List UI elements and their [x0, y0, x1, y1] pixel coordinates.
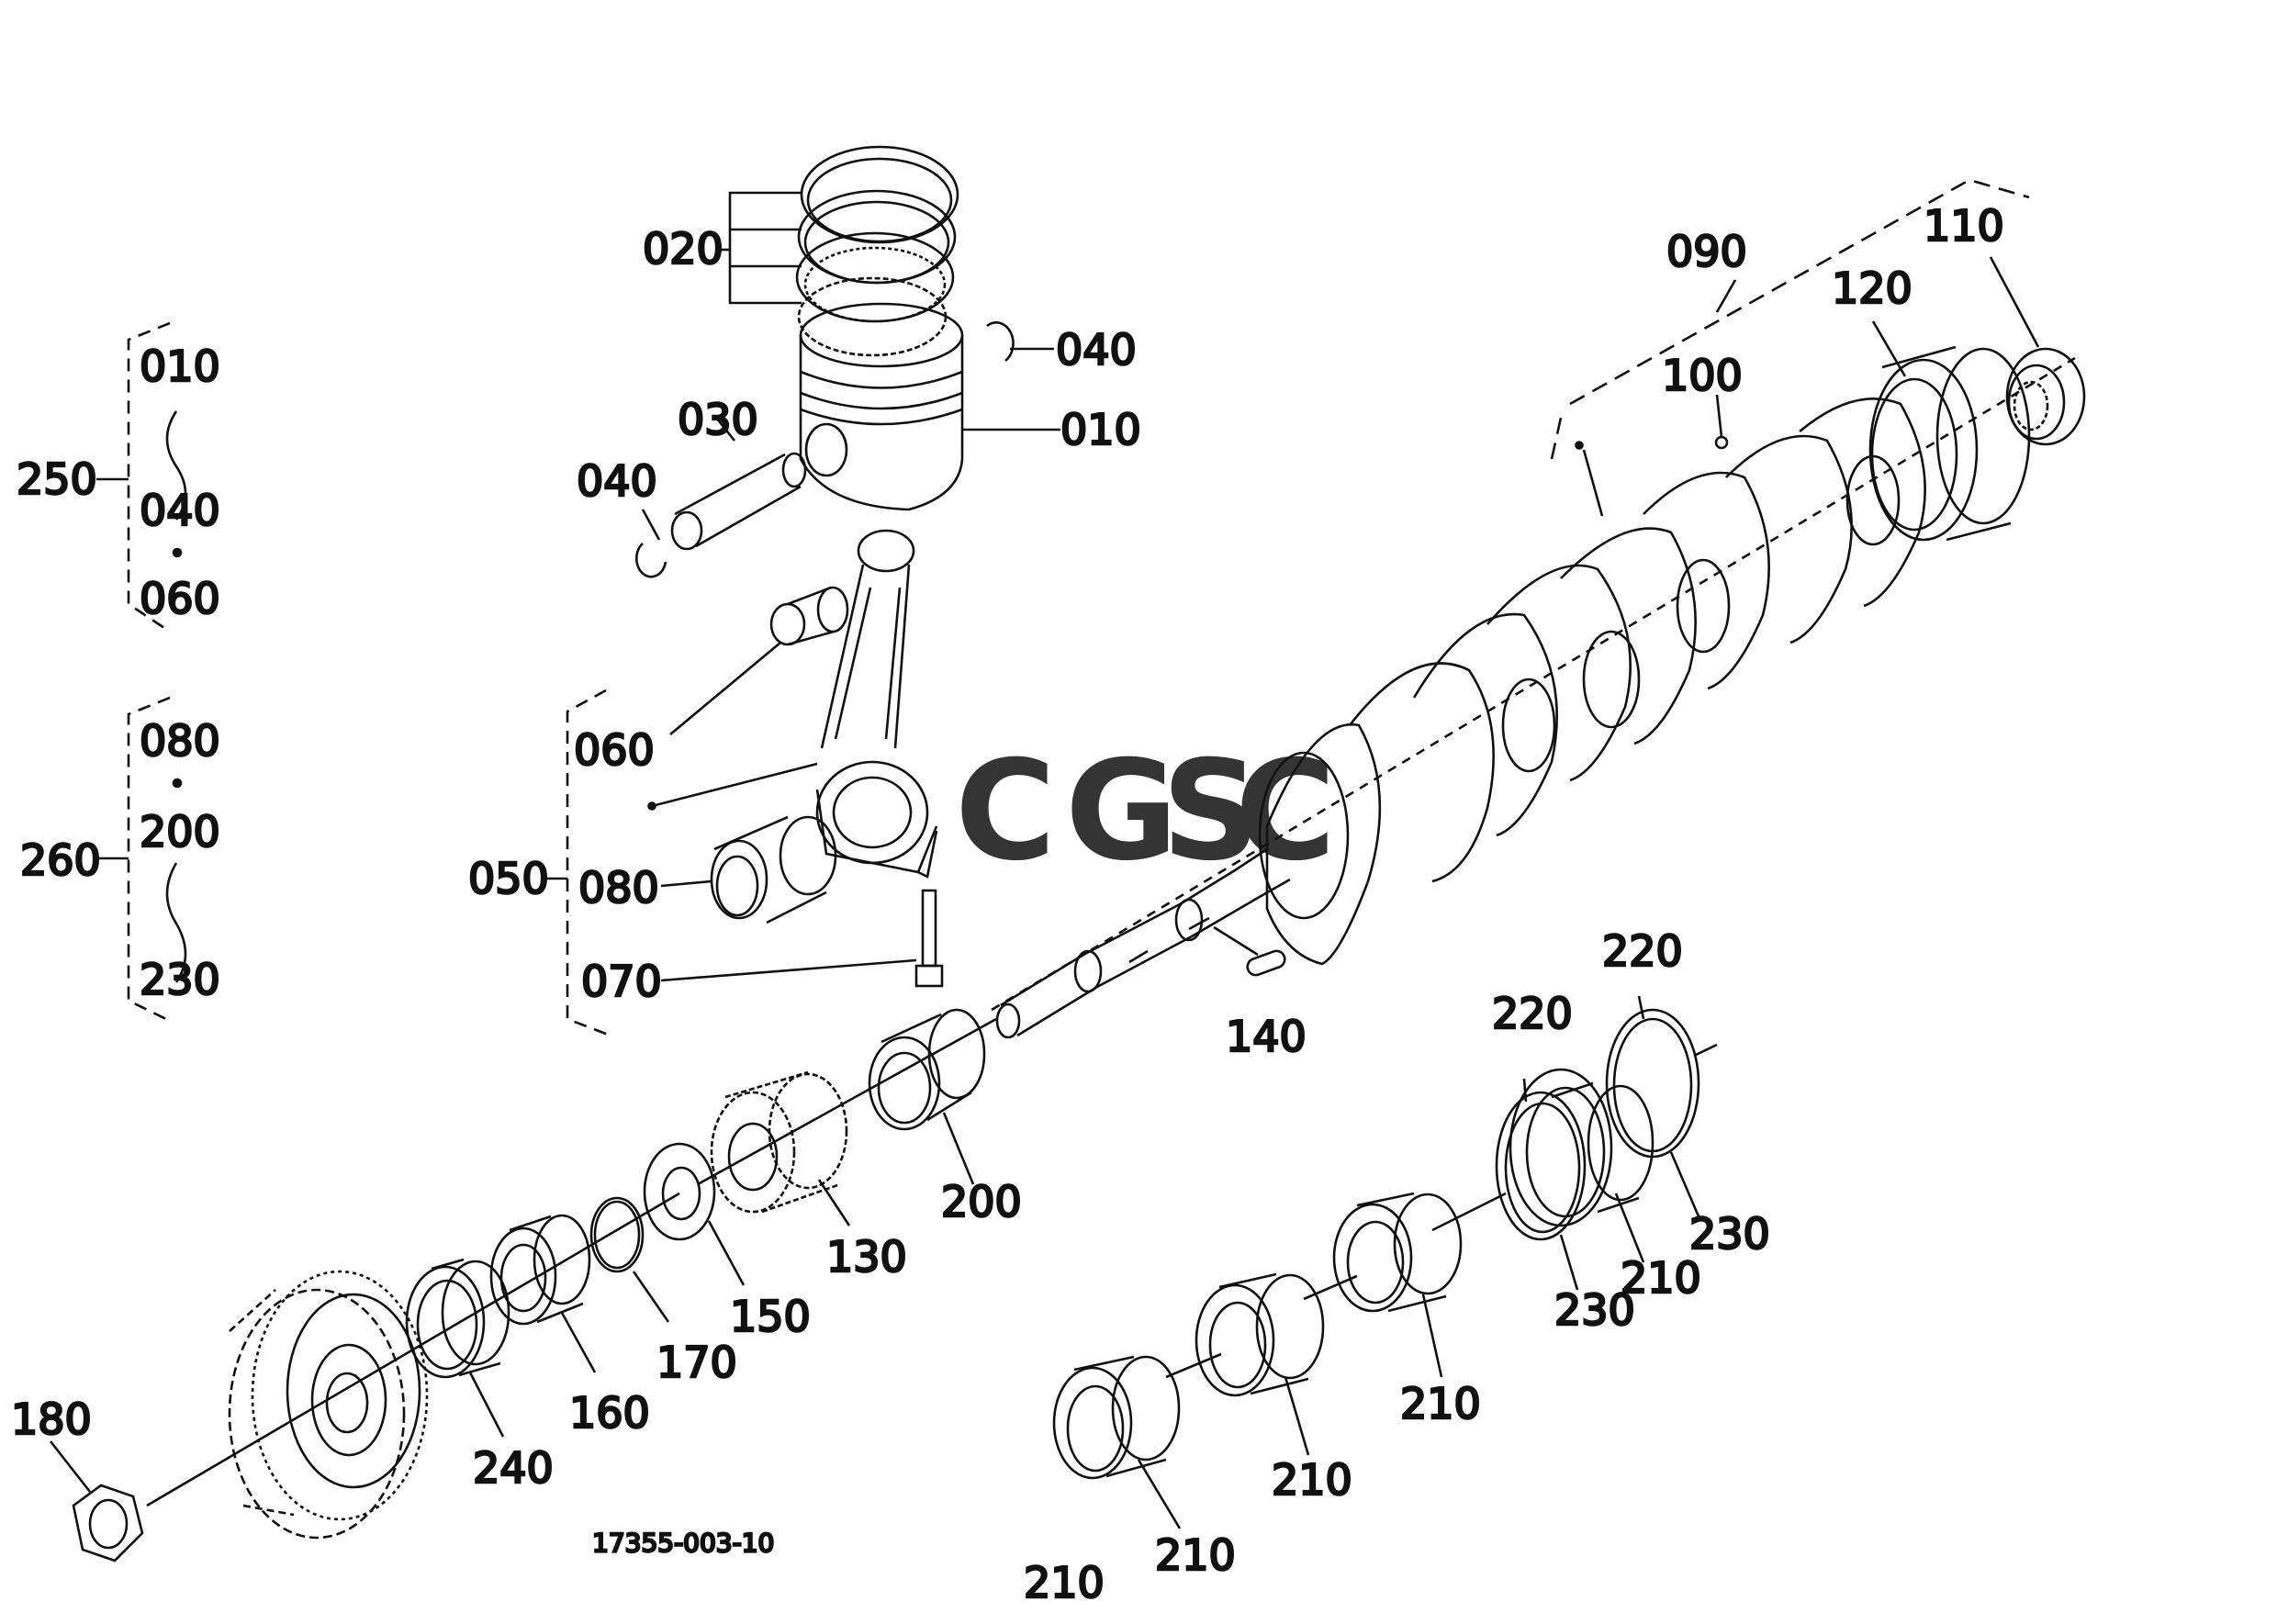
crank-group-bracket [1550, 178, 2030, 517]
main-bearing-1 [1052, 1355, 1182, 1529]
callout-200: 200 [941, 1177, 1022, 1226]
shaft-centerline-front [146, 1192, 680, 1507]
callout-250: 250 [17, 454, 97, 504]
crankshaft-pulley [228, 1270, 429, 1540]
callout-040-left: 040 [577, 456, 657, 506]
callout-170: 170 [656, 1338, 737, 1387]
watermark-letter-1: C [955, 732, 1056, 891]
bearing-axis-2 [1303, 1274, 1358, 1301]
bracket-260 [96, 696, 187, 1023]
callout-180: 180 [11, 1394, 92, 1444]
group-260-first: 080 [140, 716, 220, 766]
hex-nut [49, 1440, 144, 1562]
conrod-bolt [660, 889, 944, 988]
circlip-right [986, 321, 1054, 363]
thrust-washer-front [1495, 1078, 1587, 1291]
bearing-axis-1 [1165, 1352, 1222, 1379]
callout-080: 080 [578, 863, 659, 913]
flanged-main-bearing [1509, 1068, 1654, 1263]
callout-240: 240 [473, 1443, 554, 1493]
bracket-250 [96, 321, 187, 633]
callout-130: 130 [826, 1232, 907, 1282]
shaft-centerline-gear [697, 1017, 997, 1186]
piston [799, 302, 1060, 511]
group-260-mid: 200 [140, 807, 220, 857]
ball-bearing [1989, 256, 2086, 446]
callout-100: 100 [1662, 351, 1743, 400]
callout-210-flanged: 210 [1621, 1253, 1701, 1303]
watermark-logo: C G S C [955, 732, 1336, 891]
ring-leader-bracket [716, 191, 802, 305]
callout-070: 070 [581, 957, 662, 1006]
callout-220-left: 220 [1492, 989, 1573, 1038]
callout-120: 120 [1832, 263, 1912, 313]
watermark-letter-3: S [1161, 732, 1261, 891]
thrust-washer-rear [1605, 995, 1718, 1217]
group-260-last: 230 [140, 955, 220, 1004]
callout-060: 060 [574, 725, 655, 775]
piston-rings [795, 145, 959, 357]
crankshaft-gear [710, 1070, 851, 1226]
group-250-last: 060 [140, 574, 220, 623]
plug [1714, 394, 1729, 450]
piston-pin [670, 417, 807, 551]
crankshaft [991, 356, 2076, 1039]
callout-210-bottom: 210 [1024, 1558, 1105, 1607]
watermark-letter-2: G [1065, 732, 1178, 891]
callout-230-right: 230 [1689, 1209, 1770, 1259]
crank-gear-bush [868, 1008, 986, 1185]
group-250-mid: 040 [140, 486, 220, 535]
callout-010: 010 [1060, 405, 1141, 454]
callout-020: 020 [643, 224, 723, 274]
callout-260: 260 [20, 835, 101, 885]
watermark-letter-4: C [1235, 732, 1336, 891]
main-bearing-2 [1195, 1272, 1325, 1456]
callout-090: 090 [1666, 227, 1747, 276]
collar [489, 1214, 597, 1373]
callout-040-right: 040 [1056, 325, 1137, 375]
main-bearing-3 [1332, 1192, 1463, 1378]
oil-seal [405, 1258, 510, 1438]
callout-030: 030 [678, 395, 758, 444]
group-250-first: 010 [140, 342, 220, 391]
drawing-reference-number: 17355-003-10 [592, 1528, 774, 1558]
callout-110: 110 [1924, 201, 2004, 251]
bearing-axis-3 [1431, 1192, 1507, 1232]
callout-210-second: 210 [1272, 1455, 1352, 1505]
key [1213, 925, 1286, 977]
circlip-left [634, 509, 667, 578]
callout-050: 050 [468, 854, 549, 903]
big-end-bearing [660, 815, 837, 924]
callout-labels: 250 260 010 040 060 080 200 230 020 040 … [10, 200, 2005, 1609]
conrod-assembly-bracket [546, 689, 611, 1037]
callout-230-left: 230 [1554, 1285, 1635, 1335]
callout-150: 150 [730, 1292, 811, 1341]
callout-140: 140 [1226, 1012, 1307, 1061]
callout-210-third: 210 [1400, 1379, 1481, 1428]
o-ring [589, 1196, 670, 1323]
callout-210-first: 210 [1155, 1530, 1236, 1580]
callout-160: 160 [569, 1388, 650, 1438]
callout-220-right: 220 [1602, 926, 1683, 976]
bearing-housing [1868, 320, 2031, 542]
thrust-washer [643, 1142, 746, 1286]
small-end-bush [669, 586, 849, 735]
